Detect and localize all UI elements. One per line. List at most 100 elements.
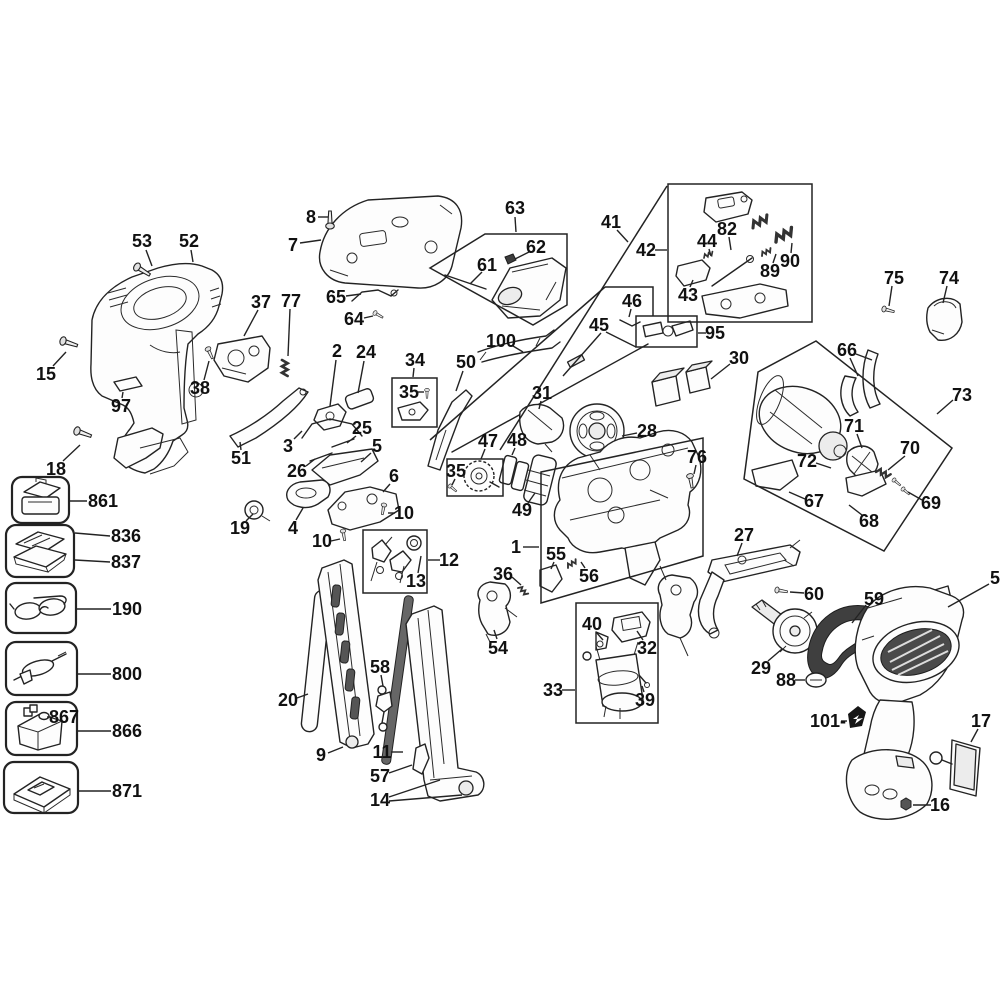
part-label-2: 2: [332, 341, 342, 361]
box-35: [446, 458, 504, 497]
kit-divider-line: [429, 286, 606, 441]
knob-19: [244, 500, 264, 520]
screw-69a: [890, 476, 903, 488]
part-label-54: 54: [488, 638, 508, 658]
tool-icon: [13, 651, 67, 685]
leader-line-61: [469, 271, 483, 285]
kit-step-line: [605, 286, 654, 316]
leader-line-14: [388, 779, 441, 798]
part-label-11: 11: [372, 742, 391, 762]
motor-mount-37: [213, 335, 271, 383]
part-label-77: 77: [281, 291, 301, 311]
leader-line-49: [527, 492, 536, 504]
leader-line-58: [380, 674, 384, 687]
leader-line-17: [970, 728, 979, 743]
part-label-867: 867: [49, 707, 79, 727]
part-label-47: 47: [478, 431, 498, 451]
leader-line-55: [550, 561, 555, 570]
screw-38: [203, 345, 216, 361]
part-label-52: 52: [179, 231, 199, 251]
screw-15: [58, 335, 80, 351]
leader-line-60: [789, 591, 805, 594]
leader-line-20: [296, 693, 309, 699]
part-label-20: 20: [278, 690, 298, 710]
spring-56: [565, 558, 579, 569]
leader-line-6: [382, 483, 391, 493]
panel-motor-68: [743, 340, 954, 552]
part-label-75: 75: [884, 268, 904, 288]
spring-77: [280, 358, 289, 378]
bracket-67: [751, 459, 799, 491]
part-label-7: 7: [288, 235, 298, 255]
plate-97: [113, 376, 143, 392]
part-label-34: 34: [405, 350, 425, 370]
leader-line-82: [728, 236, 732, 251]
part-label-51: 51: [231, 448, 251, 468]
leader-line-73: [936, 399, 954, 415]
part-label-69: 69: [921, 493, 941, 513]
box-12: [362, 529, 428, 594]
part-label-67: 67: [804, 491, 824, 511]
part-label-73: 73: [952, 385, 972, 405]
bracket-40: [595, 631, 609, 651]
leader-line-72: [815, 462, 832, 469]
nut-16: [900, 797, 912, 811]
part-label-97: 97: [111, 396, 131, 416]
part-label-5: 5: [372, 436, 382, 456]
leader-line-3: [293, 430, 303, 440]
box-gearcase-1: [540, 437, 704, 604]
tray-icons: [13, 531, 67, 573]
leader-line-18: [62, 444, 81, 462]
screw-69b: [899, 485, 912, 497]
leader-line-51: [239, 441, 242, 451]
leader-line-67: [788, 491, 806, 500]
screw-64: [371, 309, 385, 321]
leader-line-71: [856, 433, 863, 449]
leader-line-32: [636, 630, 644, 641]
part-label-837: 837: [111, 552, 141, 572]
part-label-24: 24: [356, 342, 376, 362]
part-label-71: 71: [844, 416, 864, 436]
leader-line-56: [580, 561, 586, 569]
screw-8: [325, 210, 335, 230]
leader-line-2: [329, 359, 337, 407]
part-label-35: 35: [446, 461, 466, 481]
part-label-15: 15: [36, 364, 56, 384]
leader-line-77: [287, 308, 291, 357]
leader-line-34: [412, 367, 415, 378]
part-label-4: 4: [288, 518, 298, 538]
cover-27: [707, 544, 801, 583]
leader-line-48: [511, 447, 516, 456]
leader-line-15: [52, 351, 67, 367]
part-2: [313, 403, 347, 431]
bushing-13: [406, 535, 422, 551]
strap-66a: [840, 375, 859, 417]
part-label-76: 76: [687, 447, 707, 467]
accessory-box-tray-836-837: [4, 523, 76, 579]
solenoid-body: [595, 653, 644, 707]
clip-62: [504, 253, 517, 265]
link-58: [375, 685, 393, 732]
part-label-39: 39: [635, 690, 655, 710]
solenoid-33-parts: [582, 611, 651, 719]
part-label-72: 72: [797, 451, 817, 471]
part-label-37: 37: [251, 292, 271, 312]
gear-47: [463, 460, 495, 492]
accessory-box-kitbox-861: [10, 475, 71, 525]
part-label-30: 30: [729, 348, 749, 368]
part-label-43: 43: [678, 285, 698, 305]
lanyard-icon-glyph: [853, 715, 863, 724]
part-label-74: 74: [939, 268, 959, 288]
pin-82: [711, 257, 753, 287]
part-label-5: 5: [990, 568, 1000, 588]
part-label-63: 63: [505, 198, 525, 218]
part-label-56: 56: [579, 566, 599, 586]
part-label-46: 46: [622, 291, 642, 311]
screw-75: [880, 305, 896, 316]
part-label-59: 59: [864, 589, 884, 609]
leader-line-41: [616, 229, 629, 243]
leader-line-10: [330, 538, 341, 542]
leader-line-28: [621, 432, 638, 437]
part-label-8: 8: [306, 207, 316, 227]
leader-line-50: [455, 370, 464, 392]
